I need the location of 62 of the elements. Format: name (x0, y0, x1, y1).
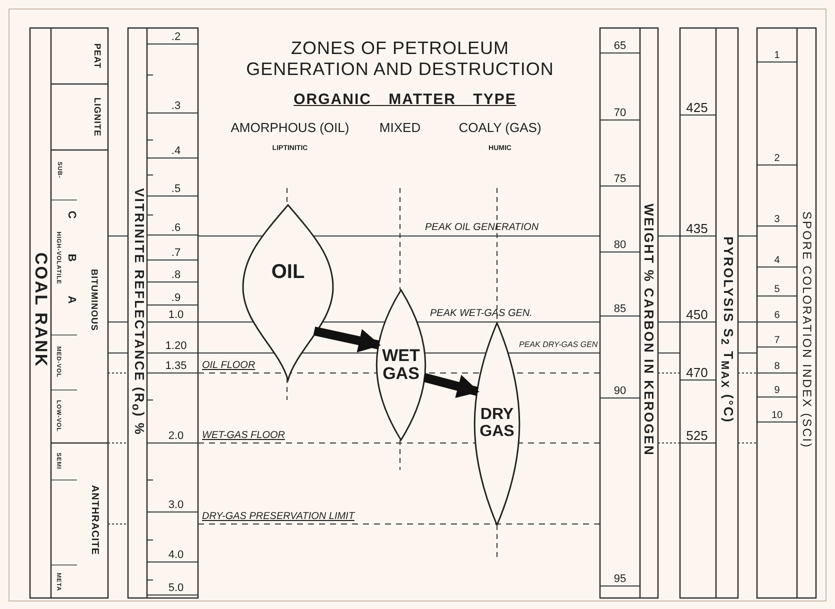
scale-value: .8 (171, 270, 181, 281)
zone-label: PEAK WET-GAS GEN. (430, 309, 532, 319)
rank-label: BITUMINOUS (90, 269, 98, 331)
scale-value: 1.0 (168, 310, 184, 321)
scale-value: 4.0 (168, 550, 184, 561)
scale-value: 5.0 (168, 583, 184, 594)
scale-value: 6 (774, 311, 780, 321)
scale-value: .7 (171, 248, 181, 259)
scale-value: 70 (614, 108, 626, 119)
scale-value: 2 (774, 154, 780, 164)
scale-value: 75 (614, 174, 626, 185)
scale-value: 435 (686, 222, 708, 235)
rank-sublabel: C (66, 210, 76, 220)
scale-value: 1.20 (165, 341, 187, 352)
zone-label: OIL FLOOR (202, 361, 256, 371)
zone-label: DRY-GAS PRESERVATION LIMIT (202, 512, 354, 522)
scale-value: 3 (774, 215, 780, 225)
scale-value: .2 (171, 32, 181, 43)
scale-value: 9 (774, 386, 780, 396)
scale-value: .4 (171, 146, 181, 157)
organic-type-label: AMORPHOUS (OIL) (230, 121, 350, 134)
rank-label: ANTHRACITE (89, 485, 99, 555)
scale-value: 470 (686, 366, 708, 379)
heading: ORGANIC MATTER TYPE (294, 92, 516, 107)
scale-value: .5 (171, 184, 181, 195)
scale-value: 95 (614, 574, 626, 585)
scale-value: 8 (774, 362, 780, 372)
diagram-title: ZONES OF PETROLEUM GENERATION AND DESTRUCTION (245, 38, 555, 80)
scale-value: 10 (771, 411, 783, 421)
column-title: SPORE COLORATION INDEX (SCI) (801, 211, 813, 449)
scale-value: 450 (686, 308, 708, 321)
scale-value: 2.0 (168, 431, 184, 442)
scale-value: 1.35 (165, 361, 187, 372)
organic-type-label: COALY (GAS) (458, 121, 542, 134)
scale-value: 80 (614, 240, 626, 251)
scale-value: 3.0 (168, 500, 184, 511)
thick-arrow (313, 326, 381, 352)
scale-value: 1 (774, 51, 780, 61)
scale-value: 7 (774, 336, 780, 346)
rank-sublabel: B (66, 254, 76, 262)
scale-value: .9 (171, 293, 181, 304)
scale-value: 4 (774, 256, 780, 266)
scale-value: 5 (774, 285, 780, 295)
column-title: WEIGHT % CARBON IN KEROGEN (642, 204, 656, 456)
organic-type-label: MIXED (379, 121, 421, 134)
zone-label: PEAK DRY-GAS GEN (519, 341, 598, 349)
scale-value: 85 (614, 304, 626, 315)
zone-label: PEAK OIL GENERATION (425, 223, 539, 233)
scale-value: 525 (686, 429, 708, 442)
scale-value: .3 (171, 101, 181, 112)
column-title: COAL RANK (32, 252, 50, 368)
zone-label: WET-GAS FLOOR (202, 431, 285, 441)
lens-shape: DRY GAS (474, 323, 520, 525)
rank-label: PEAT (92, 43, 102, 69)
lens-shape: WET GAS (376, 290, 426, 440)
rank-sublabel: A (66, 296, 76, 304)
scale-value: 90 (614, 386, 626, 397)
scale-value: 425 (686, 101, 708, 114)
rank-label: LIGNITE (92, 98, 102, 136)
thick-arrow (423, 373, 480, 398)
scale-value: 65 (614, 41, 626, 52)
scale-value: .6 (171, 223, 181, 234)
